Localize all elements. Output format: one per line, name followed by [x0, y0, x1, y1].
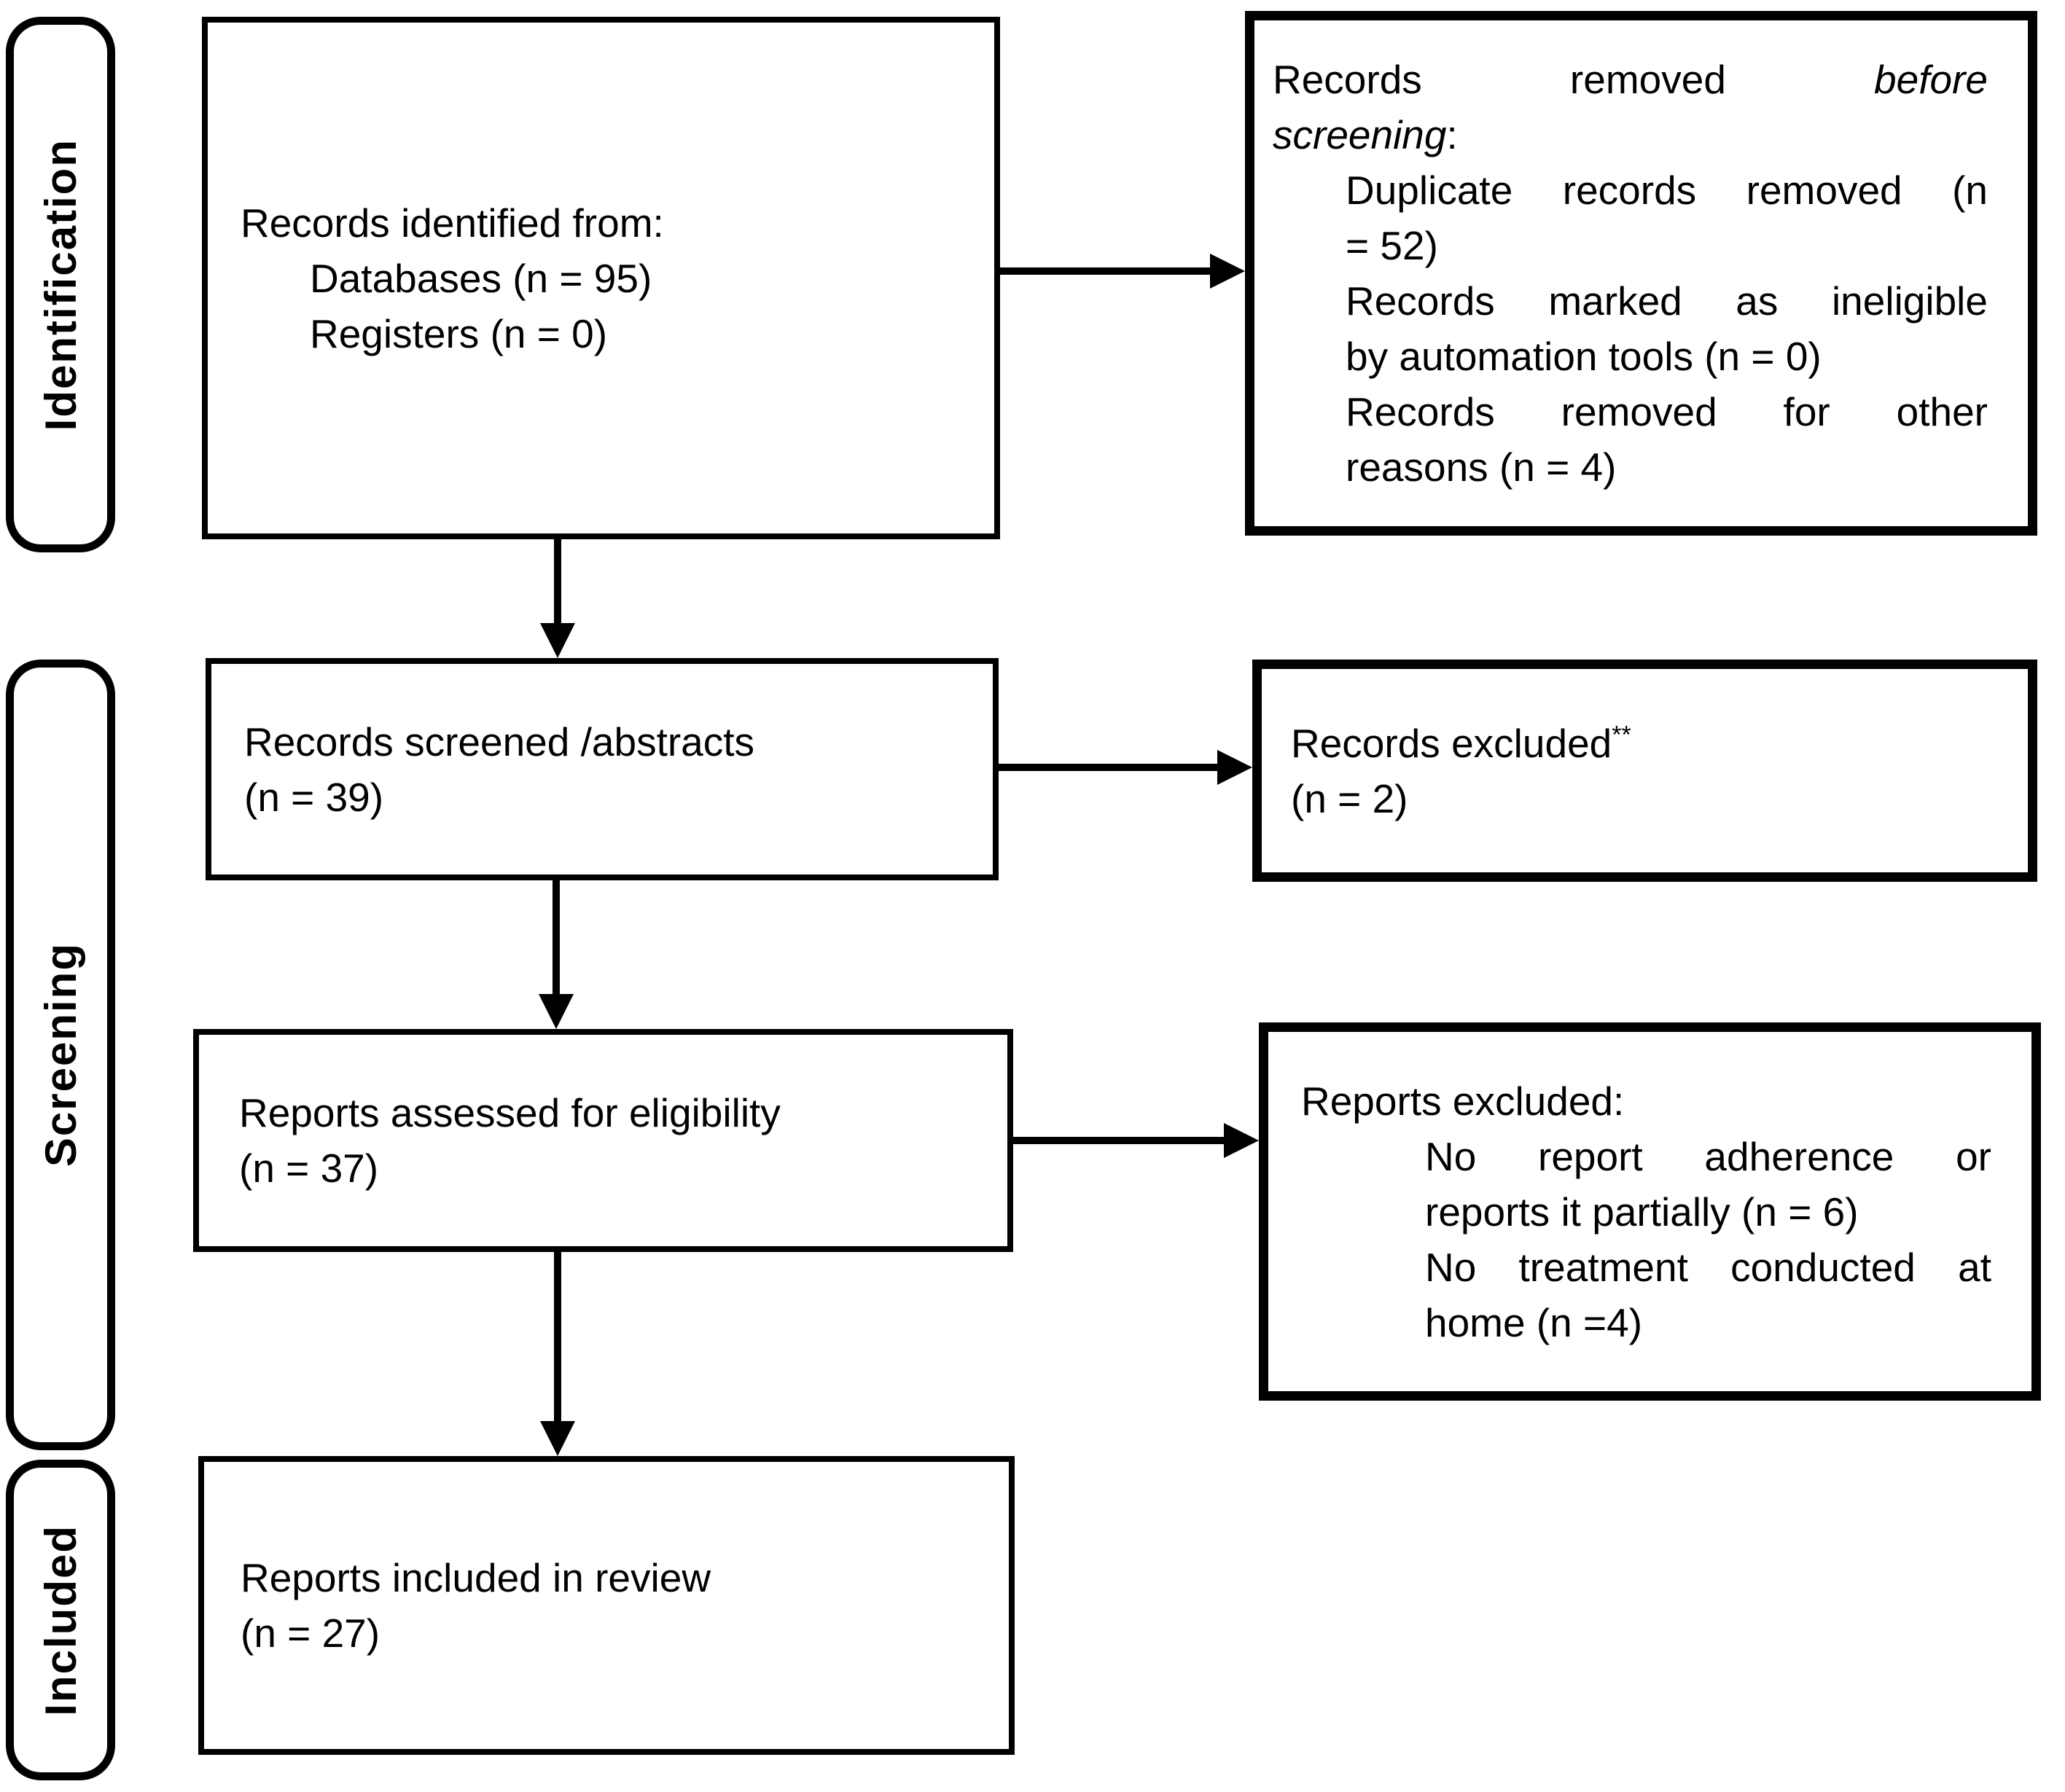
text-segment: Records marked as ineligible [1346, 278, 1988, 324]
box-reports-included: Reports included in review (n = 27) [198, 1456, 1015, 1755]
arrowhead-down-icon [539, 994, 574, 1029]
stage-tab-screening: Screening [6, 660, 115, 1450]
arrow-shaft [999, 764, 1225, 771]
text-line: by automation tools (n = 0) [1346, 329, 1988, 384]
text-line: Reports excluded: [1301, 1073, 1991, 1129]
text-segment: Registers (n = 0) [310, 310, 608, 356]
text-line: (n = 27) [241, 1605, 980, 1661]
text-line: Records marked as ineligible [1346, 273, 1988, 329]
box-reports-assessed: Reports assessed for eligibility (n = 37) [193, 1029, 1013, 1252]
text-line: Records screened /abstracts [244, 714, 964, 770]
text-segment: Reports assessed for eligibility [239, 1090, 781, 1135]
text-segment: ** [1612, 721, 1631, 749]
arrow-identified-to-screened [540, 539, 575, 658]
stage-tab-included: Included [6, 1460, 115, 1780]
text-line: (n = 2) [1291, 771, 1999, 826]
text-segment: Duplicate records removed (n [1346, 168, 1988, 213]
text-line: = 52) [1346, 218, 1988, 273]
text-segment: reports it partially (n = 6) [1425, 1189, 1859, 1235]
text-segment: Records identified from: [241, 200, 664, 246]
text-segment: (n = 27) [241, 1611, 380, 1656]
text-line: reports it partially (n = 6) [1425, 1184, 1991, 1240]
arrowhead-right-icon [1224, 1123, 1259, 1158]
text-segment: = 52) [1346, 223, 1438, 268]
text-line: Records removed before [1273, 52, 1988, 107]
text-line: Duplicate records removed (n [1346, 163, 1988, 218]
text-segment: : [1446, 112, 1458, 157]
stage-tab-identification: Identification [6, 17, 115, 552]
arrowhead-right-icon [1210, 254, 1245, 289]
arrow-shaft [1000, 267, 1217, 275]
arrow-shaft [1013, 1137, 1231, 1144]
text-segment: Records excluded [1291, 720, 1612, 766]
arrow-shaft [554, 1252, 561, 1428]
stage-label-screening: Screening [36, 942, 85, 1167]
text-line: screening: [1273, 107, 1988, 163]
text-segment: No treatment conducted at [1425, 1244, 1991, 1290]
arrowhead-right-icon [1217, 750, 1252, 785]
text-segment: (n = 2) [1291, 775, 1408, 821]
text-line: Databases (n = 95) [310, 251, 958, 306]
text-segment: reasons (n = 4) [1346, 445, 1617, 490]
arrow-screened-to-assessed [539, 880, 574, 1029]
arrowhead-down-icon [540, 1421, 575, 1456]
arrow-assessed-to-included [540, 1252, 575, 1456]
arrowhead-down-icon [540, 623, 575, 658]
text-line: reasons (n = 4) [1346, 439, 1988, 495]
text-segment: Reports included in review [241, 1555, 711, 1600]
arrow-screened-to-excluded [999, 750, 1252, 785]
text-line: Registers (n = 0) [310, 306, 958, 361]
text-line: Reports included in review [241, 1550, 980, 1605]
arrow-shaft [553, 880, 560, 1001]
text-segment: No report adherence or [1425, 1133, 1991, 1179]
box-records-excluded: Records excluded**(n = 2) [1252, 660, 2037, 882]
text-line: No report adherence or [1425, 1129, 1991, 1184]
box-records-identified: Records identified from: Databases (n = 9… [202, 17, 1000, 539]
arrow-identified-to-removed [1000, 254, 1245, 289]
arrow-shaft [554, 539, 561, 630]
text-segment: Reports excluded: [1301, 1078, 1625, 1124]
text-line: (n = 37) [239, 1140, 978, 1196]
text-segment: Records screened /abstracts [244, 719, 755, 764]
text-segment: by automation tools (n = 0) [1346, 334, 1822, 379]
text-segment: screening [1273, 112, 1447, 157]
text-line: Records identified from: [241, 195, 958, 251]
text-line: home (n =4) [1425, 1295, 1991, 1350]
text-segment: before [1874, 57, 1988, 102]
text-line: Reports assessed for eligibility [239, 1085, 978, 1140]
text-segment: (n = 37) [239, 1146, 379, 1191]
stage-label-identification: Identification [36, 138, 85, 431]
stage-label-included: Included [36, 1524, 85, 1716]
text-segment: home (n =4) [1425, 1299, 1643, 1345]
box-records-screened: Records screened /abstracts (n = 39) [206, 658, 999, 880]
text-segment: (n = 39) [244, 774, 384, 820]
text-line: Records excluded** [1291, 716, 1999, 771]
box-reports-excluded: Reports excluded: No report adherence or r… [1259, 1022, 2041, 1401]
text-line: Records removed for other [1346, 384, 1988, 439]
text-line: No treatment conducted at [1425, 1240, 1991, 1295]
arrow-assessed-to-reports-excluded [1013, 1123, 1259, 1158]
text-segment: Records removed [1273, 57, 1875, 102]
text-segment: Records removed for other [1346, 389, 1988, 434]
text-line: (n = 39) [244, 770, 964, 825]
text-segment: Databases (n = 95) [310, 255, 652, 301]
